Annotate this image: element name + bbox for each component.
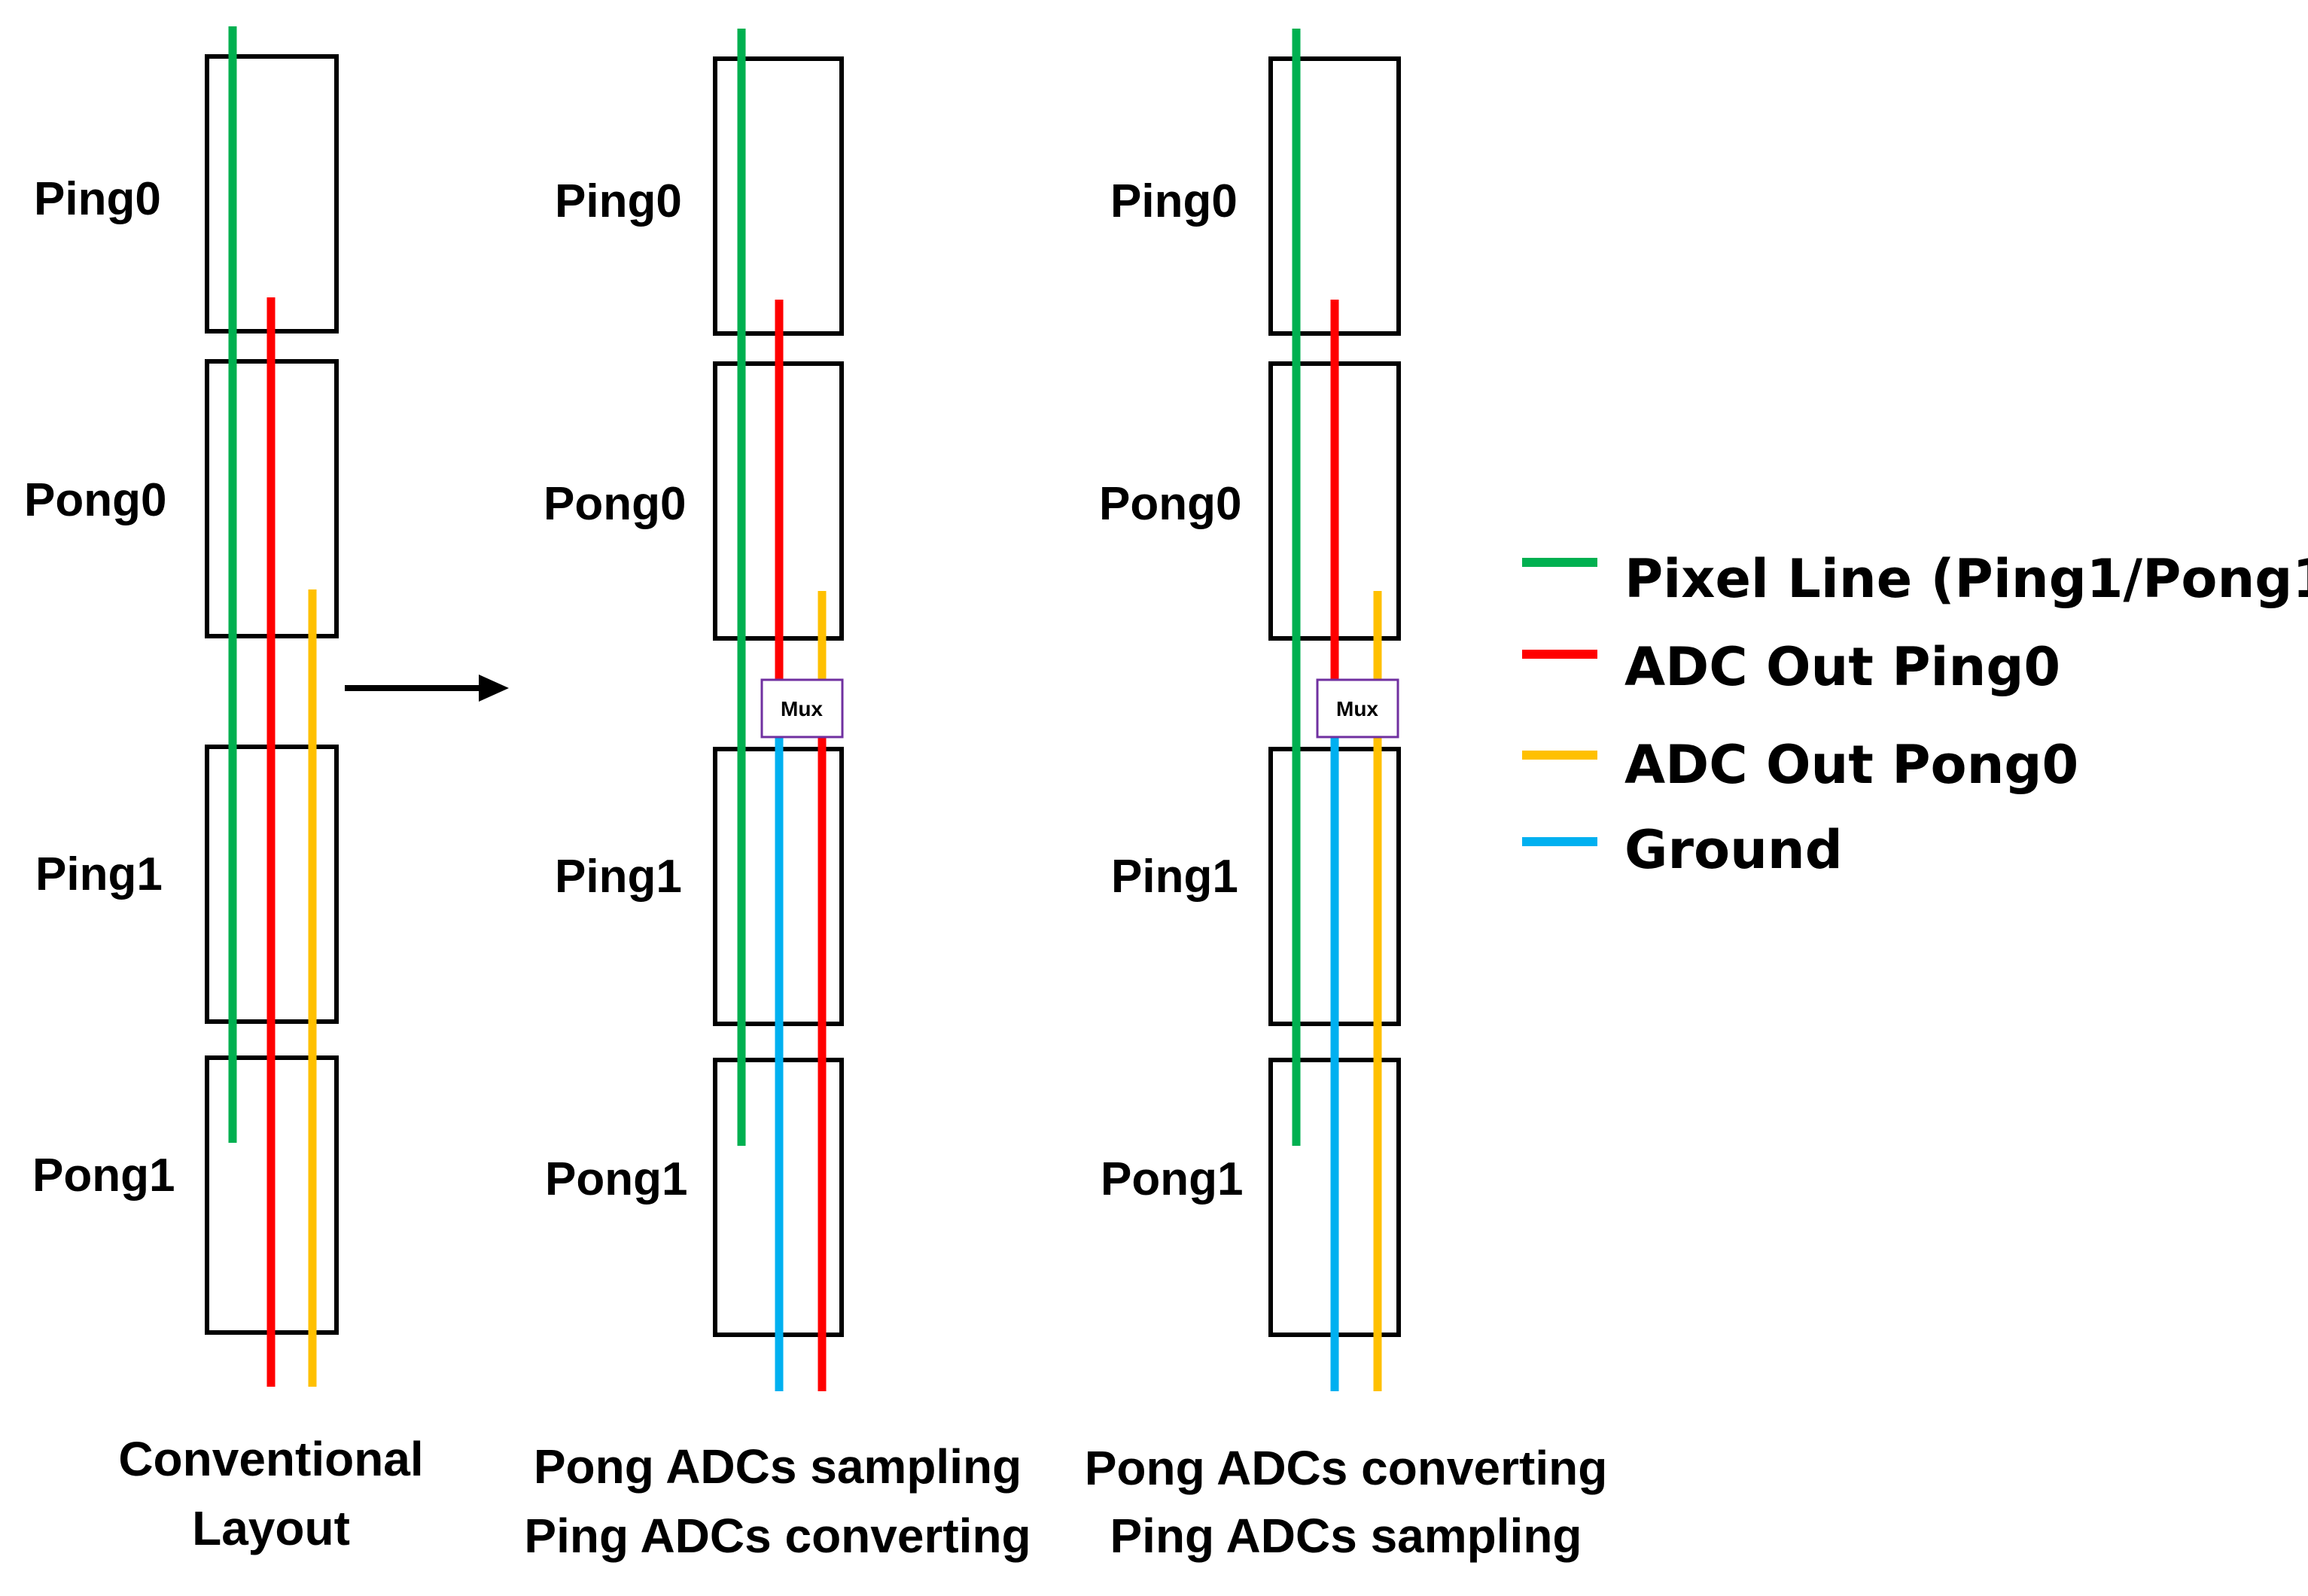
block-ping0 [1268,56,1401,336]
legend: Pixel Line (Ping1/Pong1) ADC Out Ping0 A… [1522,548,2308,881]
legend-label-pixel-line: Pixel Line (Ping1/Pong1) [1624,548,2308,610]
block-ping0 [713,56,844,336]
mux-label: Mux [1336,697,1378,720]
block-label-pong0: Pong0 [544,478,686,530]
legend-item-adc-out-ping0: ADC Out Ping0 [1522,636,2060,698]
caption-line-1: Conventional [118,1432,423,1486]
legend-label-ground: Ground [1624,819,1843,881]
legend-item-ground: Ground [1522,819,1843,881]
caption-line-1: Pong ADCs converting [1085,1441,1608,1495]
caption-line-1: Pong ADCs sampling [534,1439,1022,1494]
mux-box [1316,678,1399,739]
column-pong-sampling: Mux Ping0 Pong0 Ping1 Pong1 Pong ADCs sa… [524,29,1031,1563]
legend-label-adc-out-pong0: ADC Out Pong0 [1624,734,2078,796]
caption-line-2: Ping ADCs sampling [1110,1509,1582,1563]
caption-line-2: Layout [192,1501,350,1555]
block-label-ping1: Ping1 [1111,851,1238,903]
block-label-pong1: Pong1 [32,1150,175,1202]
block-ping0 [205,54,339,334]
legend-item-pixel-line: Pixel Line (Ping1/Pong1) [1522,548,2308,610]
block-label-ping0: Ping0 [555,175,682,227]
block-label-ping1: Ping1 [35,848,163,900]
mux-label: Mux [781,697,823,720]
legend-label-adc-out-ping0: ADC Out Ping0 [1624,636,2060,698]
block-label-pong1: Pong1 [545,1153,687,1205]
mux-box [760,678,844,739]
caption-line-2: Ping ADCs converting [524,1509,1031,1563]
block-label-ping0: Ping0 [1110,175,1238,227]
transition-arrow [345,675,509,702]
block-label-pong0: Pong0 [1099,478,1241,530]
block-label-pong1: Pong1 [1101,1153,1243,1205]
block-label-ping1: Ping1 [555,851,682,903]
column-pong-converting: Mux Ping0 Pong0 Ping1 Pong1 Pong ADCs co… [1085,29,1608,1563]
block-label-ping0: Ping0 [34,173,161,225]
column-conventional: Ping0 Pong0 Ping1 Pong1 Conventional Lay… [24,26,424,1555]
legend-item-adc-out-pong0: ADC Out Pong0 [1522,734,2078,796]
block-label-pong0: Pong0 [24,474,166,526]
